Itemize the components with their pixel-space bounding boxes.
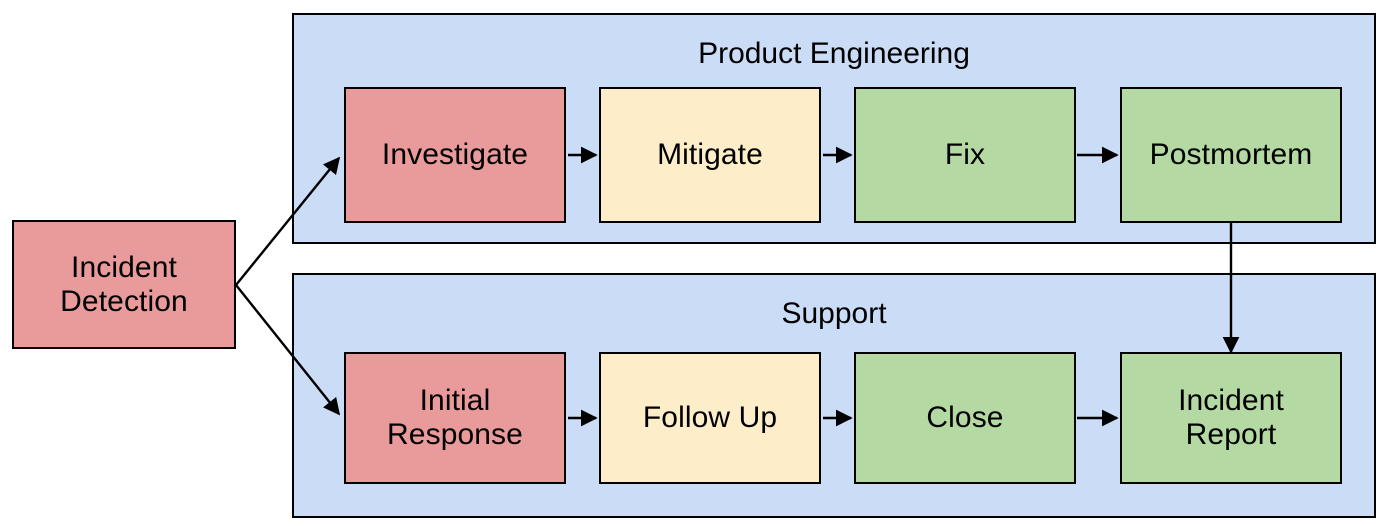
node-incident-detection[interactable]: Incident Detection [12,220,236,349]
node-fix[interactable]: Fix [854,87,1076,223]
node-postmortem[interactable]: Postmortem [1120,87,1342,223]
node-close[interactable]: Close [854,352,1076,484]
node-investigate[interactable]: Investigate [344,87,566,223]
node-incident-report[interactable]: Incident Report [1120,352,1342,484]
node-mitigate[interactable]: Mitigate [599,87,821,223]
group-title-product-engineering: Product Engineering [698,37,970,70]
node-follow-up[interactable]: Follow Up [599,352,821,484]
node-initial-response[interactable]: Initial Response [344,352,566,484]
group-title-support: Support [781,297,887,330]
